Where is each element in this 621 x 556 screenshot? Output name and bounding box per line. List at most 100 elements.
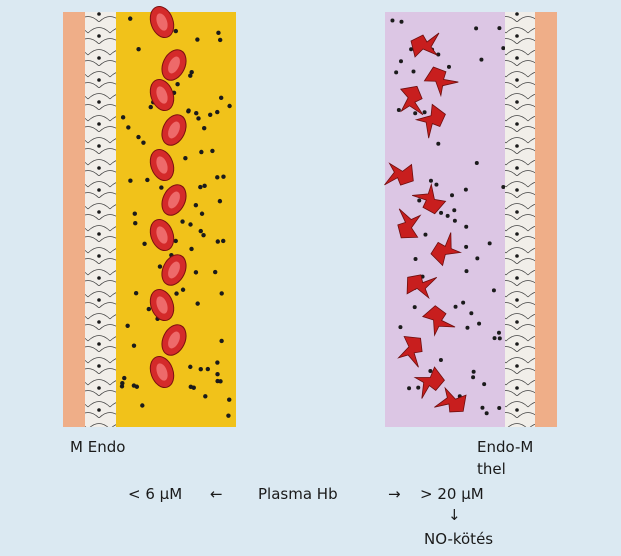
plasma-dot [220,291,224,295]
plasma-dot [195,301,199,305]
plasma-dot [452,208,456,212]
plasma-dot [501,46,505,50]
plasma-dot [200,212,204,216]
plasma-dot [199,150,203,154]
plasma-dot [215,379,219,383]
plasma-dot [218,38,222,42]
right-arrow: → [388,485,401,503]
plasma-dot [219,339,223,343]
right-concentration: > 20 μM [420,485,484,503]
plasma-dot [194,270,198,274]
plasma-dot [132,343,136,347]
left-arrow: ← [210,485,223,503]
plasma-dot [474,26,478,30]
plasma-dot [194,111,198,115]
plasma-dot [126,125,130,129]
plasma-dot [464,245,468,249]
plasma-dot [412,69,416,73]
plasma-dot [497,406,501,410]
plasma-dot [469,311,473,315]
plasma-dot [128,179,132,183]
plasma-dot [149,105,153,109]
left-vessel-wall [63,12,123,427]
plasma-dot [428,369,432,373]
plasma-dot [475,161,479,165]
plasma-dot [423,110,427,114]
plasma-dot [429,179,433,183]
plasma-dot [158,264,162,268]
plasma-dot [461,301,465,305]
plasma-dot [215,175,219,179]
plasma-dot [400,20,404,24]
plasma-dot [464,269,468,273]
plasma-dot [213,270,217,274]
plasma-dot [471,375,475,379]
down-arrow: ↓ [448,506,461,524]
plasma-dot [453,219,457,223]
plasma-dot [414,257,418,261]
plasma-dot [183,156,187,160]
plasma-dot [454,305,458,309]
plasma-dot [216,31,220,35]
plasma-dot [480,406,484,410]
plasma-dot [413,305,417,309]
plasma-dot [196,116,200,120]
plasma-dot [488,241,492,245]
right-plasma-hemolytic [384,12,515,427]
plasma-dot [475,256,479,260]
right-muscle-texture [535,12,557,427]
left-plasma-normal [116,3,236,427]
plasma-dot [189,385,193,389]
plasma-dot [216,239,220,243]
plasma-dot [175,82,179,86]
plasma-dot [413,111,417,115]
plasma-dot [128,16,132,20]
plasma-dot [221,174,225,178]
plasma-dot [472,370,476,374]
plasma-dot [485,411,489,415]
plasma-dot [202,126,206,130]
plasma-dot [133,221,137,225]
plasma-dot [136,47,140,51]
plasma-dot [394,70,398,74]
plasma-dot [206,367,210,371]
left-muscle-texture [63,12,85,427]
plasma-dot [188,222,192,226]
plasma-dot [221,239,225,243]
plasma-dot [134,291,138,295]
plasma-dot [159,185,163,189]
plasma-dot [439,358,443,362]
plasma-dot [492,288,496,292]
plasma-dot [136,135,140,139]
plasma-dot [439,211,443,215]
plasma-dot [199,367,203,371]
plasma-dot [436,142,440,146]
plasma-dot [174,29,178,33]
plasma-dot [447,65,451,69]
plasma-dot [121,115,125,119]
plasma-dot [201,233,205,237]
plasma-dot [482,382,486,386]
plasma-dot [208,113,212,117]
plasma-dot [174,291,178,295]
plasma-dot [479,58,483,62]
plasma-dot [218,199,222,203]
plasma-dot [122,376,126,380]
plasma-dot [493,336,497,340]
right-wall-label-line2: thel [477,460,506,478]
plasma-dot [198,185,202,189]
plasma-dot [227,104,231,108]
plasma-dot [477,322,481,326]
plasma-dot [215,360,219,364]
plasma-dot [464,188,468,192]
plasma-dot [390,18,394,22]
plasma-dot [142,242,146,246]
plasma-dot [497,331,501,335]
plasma-dot [210,149,214,153]
plasma-dot [202,184,206,188]
plasma-dot [219,96,223,100]
plasma-dot [465,326,469,330]
plasma-dot [399,59,403,63]
plasma-dot [450,193,454,197]
